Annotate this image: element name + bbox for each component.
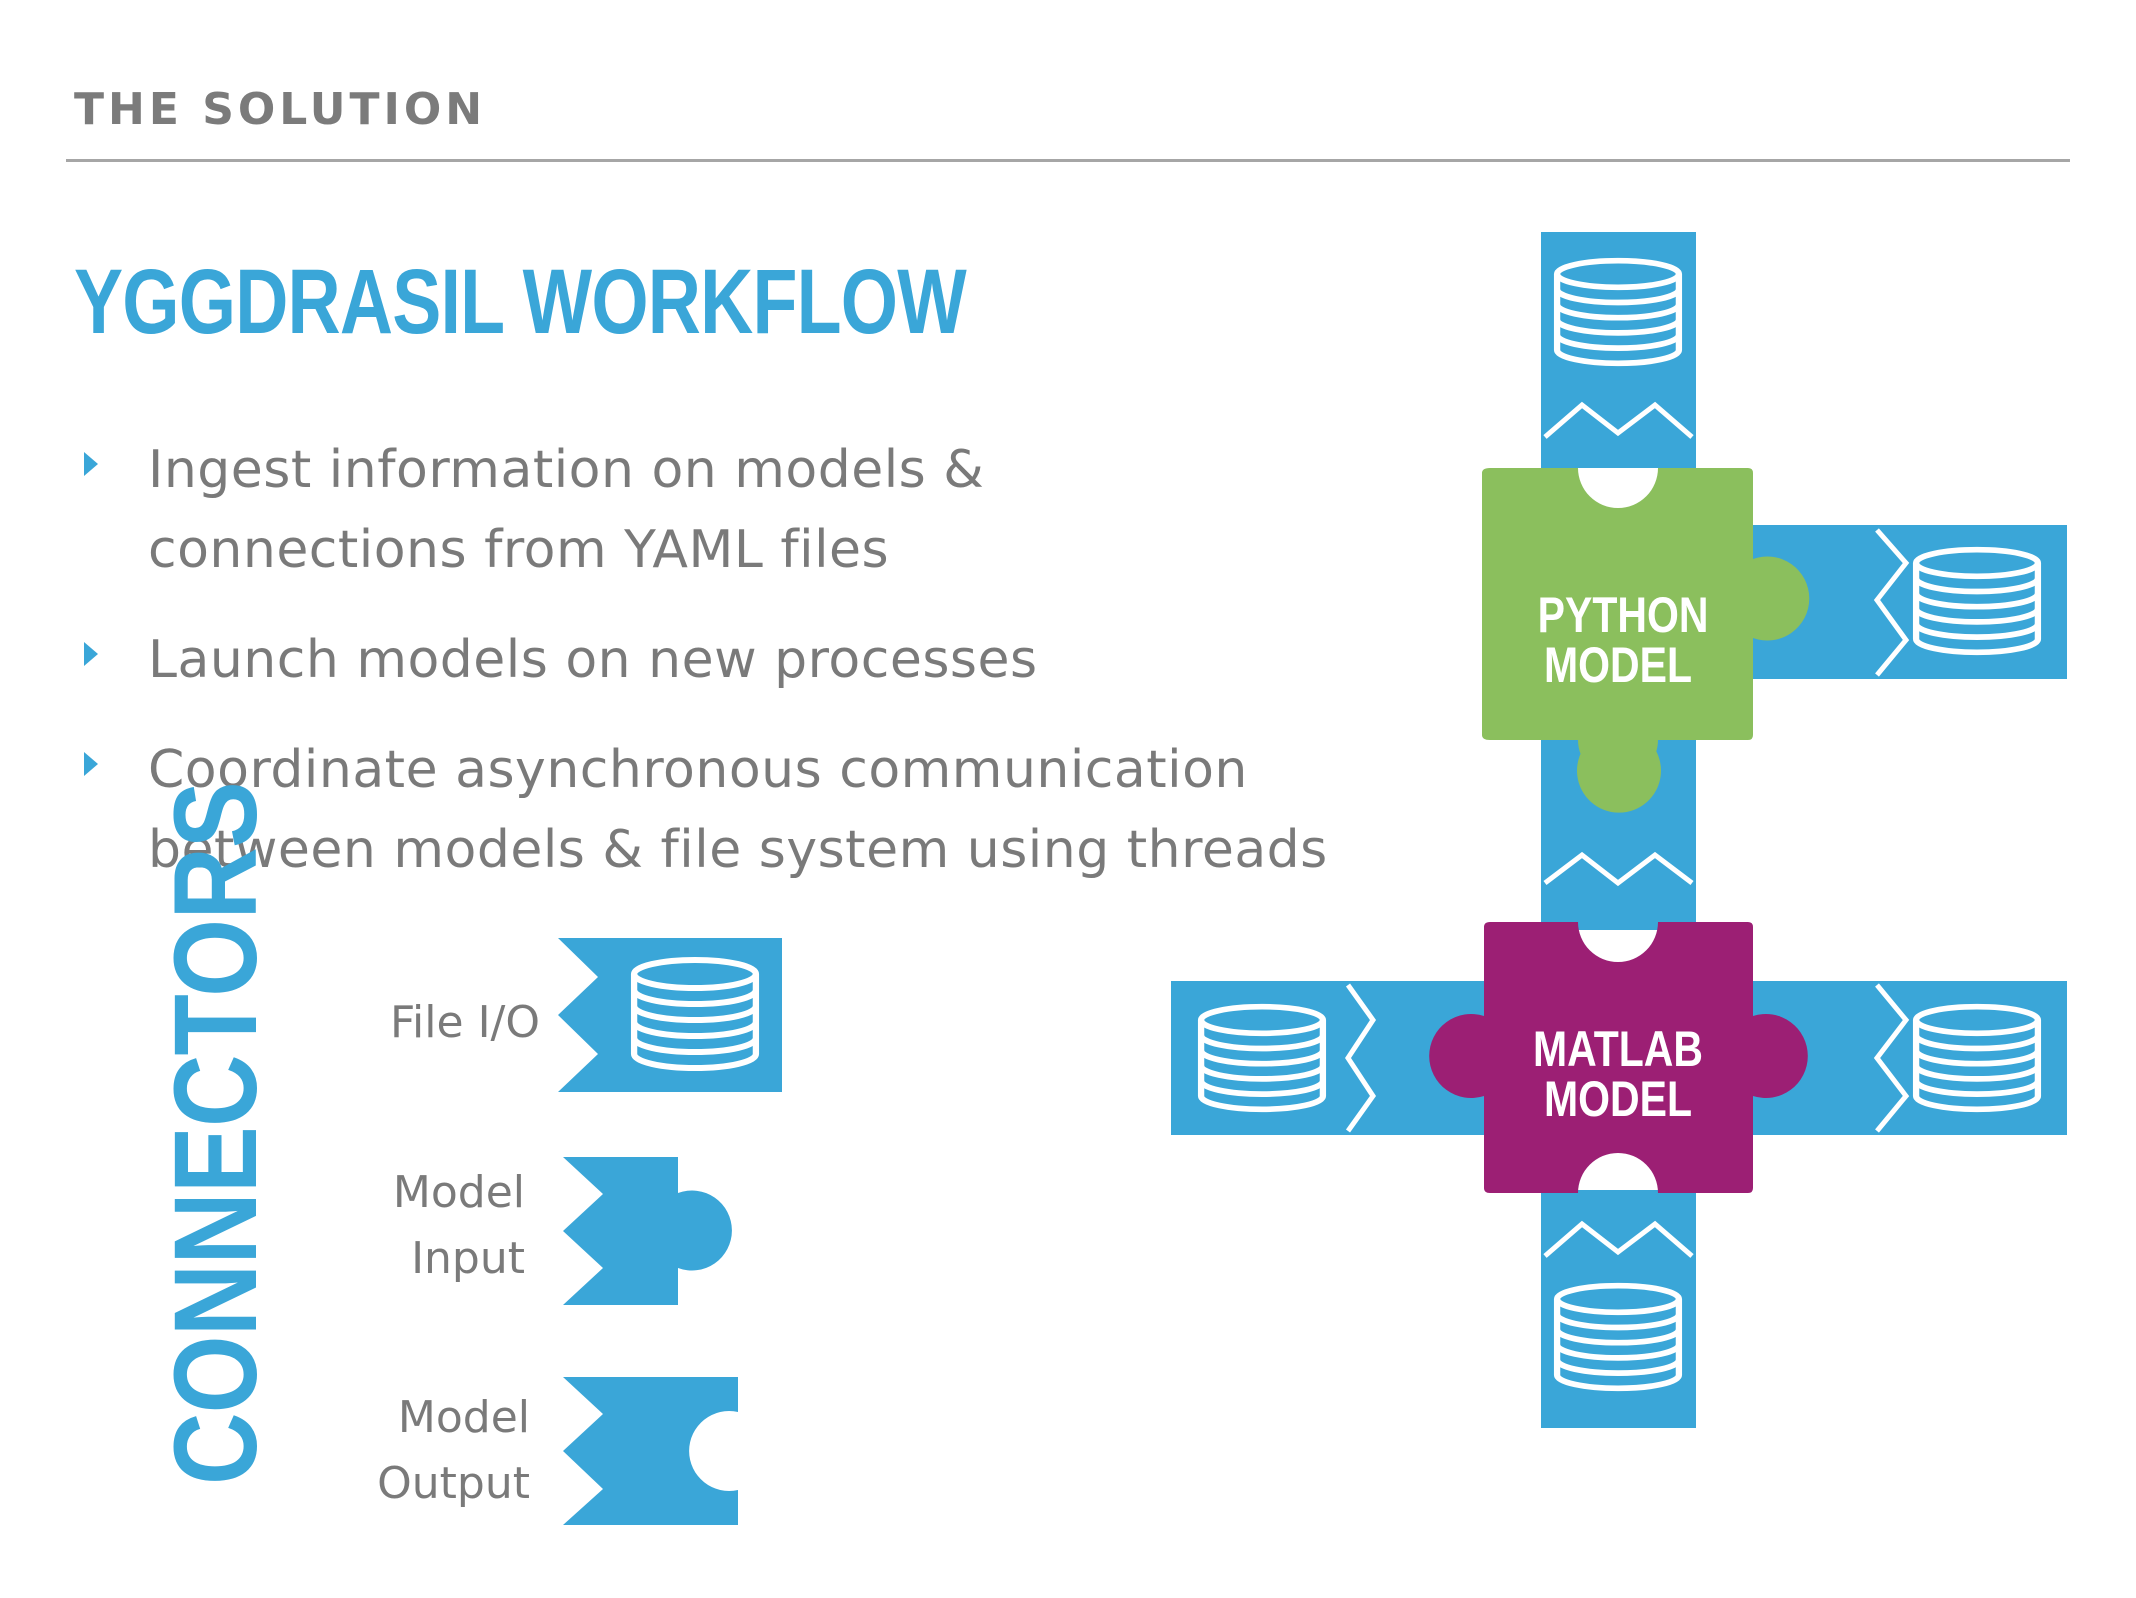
bullet-item: Coordinate asynchronous communication be… xyxy=(80,730,1380,890)
bullet-text: Launch models on new processes xyxy=(148,630,1038,690)
bullet-text: Coordinate asynchronous communication be… xyxy=(148,740,1328,880)
legend-label-file-io: File I/O xyxy=(389,997,540,1048)
legend-label-model-input: Model Input xyxy=(392,1167,525,1284)
bullet-list: Ingest information on models & connectio… xyxy=(80,430,1380,920)
vertical-connector-top xyxy=(1541,232,1696,468)
vertical-connector-bottom xyxy=(1541,1190,1696,1428)
python-model-piece xyxy=(1482,468,1810,813)
bullet-arrow-icon xyxy=(84,752,98,776)
bullet-arrow-icon xyxy=(84,642,98,666)
bullet-arrow-icon xyxy=(84,452,98,476)
page-title: YGGDRASIL WORKFLOW xyxy=(74,251,967,353)
matlab-model-label: MATLAB MODEL xyxy=(1532,1021,1704,1127)
bullet-item: Launch models on new processes xyxy=(80,620,1380,700)
legend-label-model-output: Model Output xyxy=(377,1392,530,1509)
python-model-label: PYTHON MODEL xyxy=(1537,587,1709,693)
header-rule xyxy=(66,159,2070,162)
matlab-model-piece xyxy=(1429,922,1808,1193)
bullet-text: Ingest information on models & connectio… xyxy=(148,440,985,580)
legend-file-io-connector xyxy=(558,938,782,1092)
legend-model-input-connector xyxy=(563,1157,732,1305)
bullet-item: Ingest information on models & connectio… xyxy=(80,430,1380,590)
legend-model-output-connector xyxy=(563,1377,738,1525)
section-label: THE SOLUTION xyxy=(74,84,487,135)
